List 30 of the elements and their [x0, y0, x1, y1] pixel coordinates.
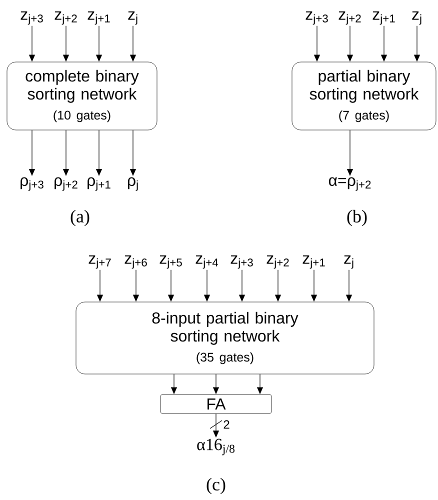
output-label: α16$_{j/8}$	[197, 438, 235, 456]
output-label: α=ρ$_{j+2}$	[328, 177, 371, 191]
input-label: z$_{j+3}$	[230, 255, 253, 269]
input-label: z$_{j+3}$	[20, 11, 43, 25]
output-label: ρ$_{j+2}$	[54, 177, 78, 191]
panel-label: (c)	[206, 478, 226, 494]
output-label: ρ$_{j+1}$	[88, 177, 110, 191]
input-label: z$_{j}$	[412, 11, 422, 25]
process-box: partial binary sorting network (7 gates)	[292, 62, 436, 130]
input-label: z$_{j+2}$	[266, 255, 289, 269]
input-label: z$_{j}$	[344, 255, 354, 269]
input-label: z$_{j+7}$	[88, 255, 111, 269]
input-label: z$_{j+3}$	[306, 11, 328, 25]
input-label: z$_{j+2}$	[54, 11, 77, 25]
panel-label: (a)	[70, 210, 90, 226]
input-label: z$_{j+2}$	[338, 11, 361, 25]
output-label: ρ$_{j+3}$	[20, 177, 44, 191]
process-box: complete binary sorting network (10 gates)	[6, 62, 158, 130]
input-label: z$_{j+1}$	[302, 255, 325, 269]
adder-box: FA	[160, 394, 272, 414]
input-label: z$_{j+1}$	[372, 11, 395, 25]
process-box: 8-input partial binary sorting network (35 gates)	[76, 302, 374, 374]
output-label: ρ$_{j}$	[128, 177, 138, 191]
input-label: z$_{j}$	[128, 11, 138, 25]
panel-label: (b)	[347, 210, 367, 226]
input-label: z$_{j+6}$	[124, 255, 147, 269]
input-label: z$_{j+4}$	[196, 255, 218, 269]
edge-label: 2	[224, 420, 230, 429]
input-label: z$_{j+1}$	[88, 11, 110, 25]
input-label: z$_{j+5}$	[160, 255, 182, 269]
